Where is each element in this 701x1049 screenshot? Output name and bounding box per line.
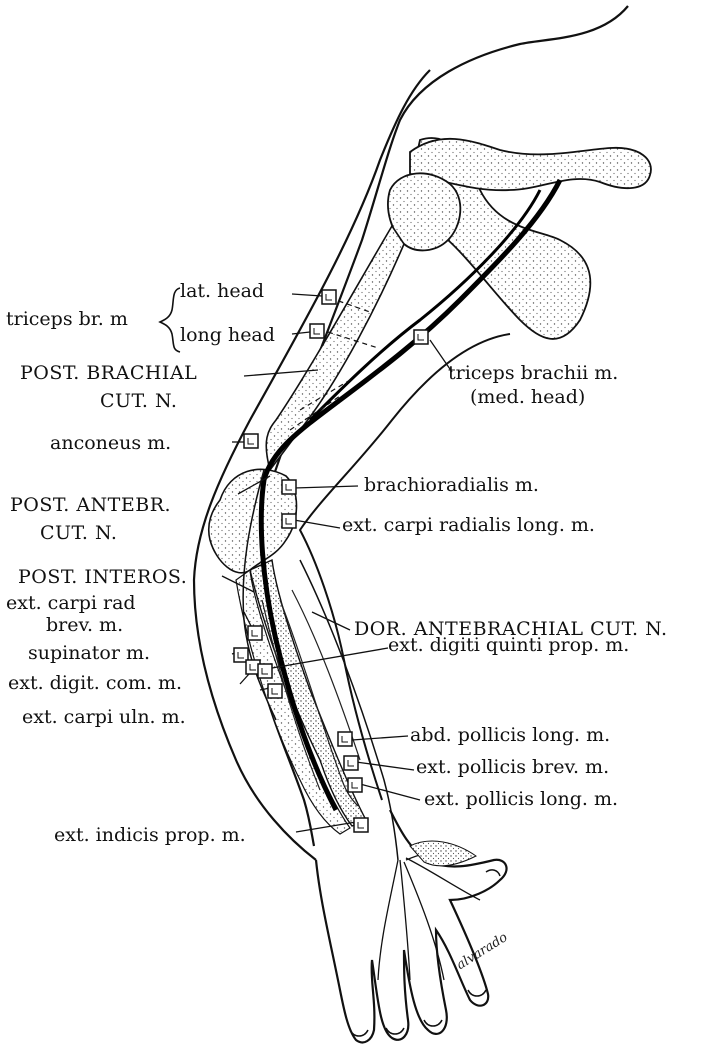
label-post-brachial-1: POST. BRACHIAL [20,364,197,383]
label-supinator: supinator m. [28,644,150,663]
label-post-brachial-2: CUT. N. [100,392,177,411]
label-post-interos: POST. INTEROS. [18,568,187,587]
label-anconeus: anconeus m. [50,434,171,453]
label-ext-digiti-quinti: ext. digiti quinti prop. m. [388,636,629,655]
label-ext-pollicis-long: ext. pollicis long. m. [424,790,618,809]
label-triceps-br: triceps br. m [6,310,128,329]
label-long-head: long head [180,326,275,345]
label-ext-carpi-uln: ext. carpi uln. m. [22,708,186,727]
label-post-antebr-1: POST. ANTEBR. [10,496,171,515]
label-abd-pollicis-long: abd. pollicis long. m. [410,726,610,745]
label-triceps-brachii: triceps brachii m. [448,364,618,383]
thumb-tendon [410,841,476,866]
label-ext-carpi-rad-brev-2: brev. m. [46,616,123,635]
triceps-bracket [160,288,180,352]
label-ext-digit-com: ext. digit. com. m. [8,674,182,693]
label-ext-carpi-radialis-long: ext. carpi radialis long. m. [342,516,595,535]
label-ext-pollicis-brev: ext. pollicis brev. m. [416,758,609,777]
label-post-antebr-2: CUT. N. [40,524,117,543]
label-ext-indicis-prop: ext. indicis prop. m. [54,826,246,845]
label-brachioradialis: brachioradialis m. [364,476,539,495]
label-ext-carpi-rad-brev-1: ext. carpi rad [6,594,136,613]
label-lat-head: lat. head [180,282,264,301]
label-med-head: (med. head) [470,388,585,407]
